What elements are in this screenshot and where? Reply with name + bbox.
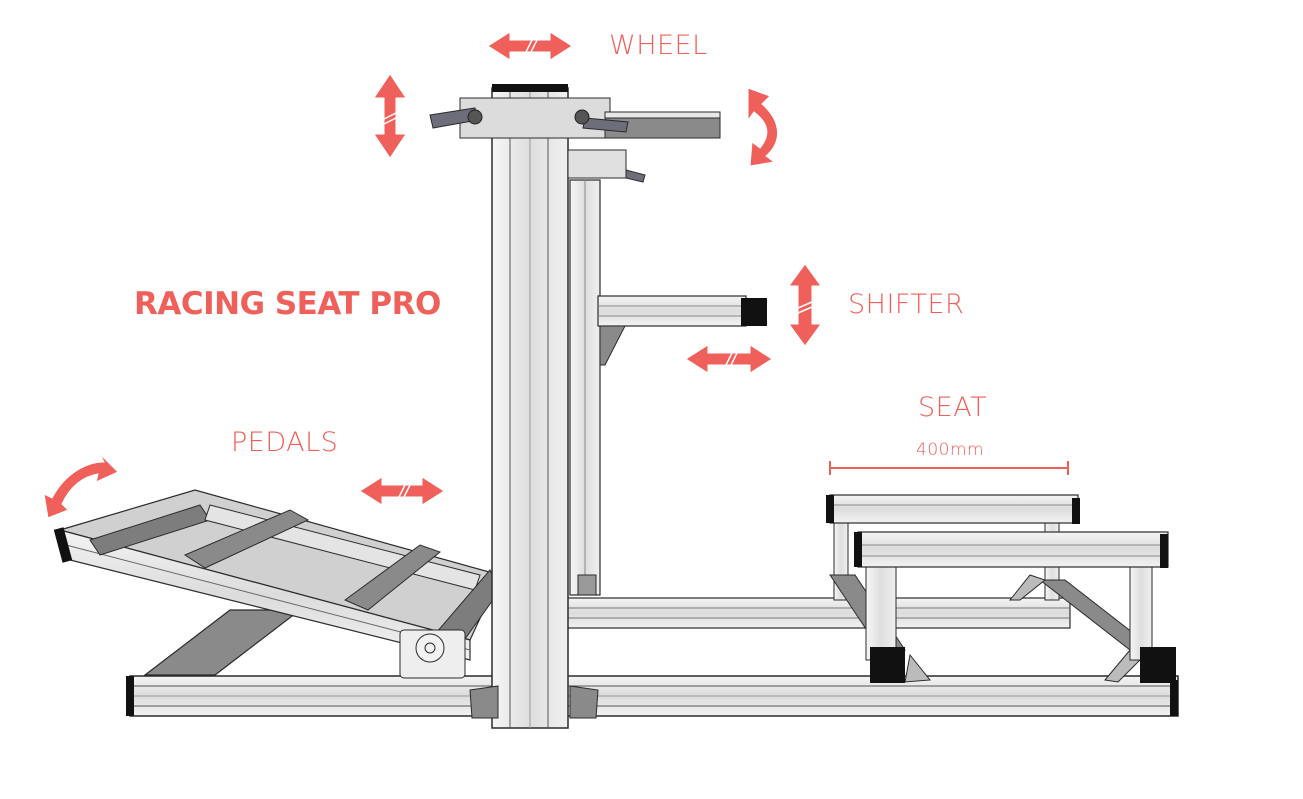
wheel-column (469, 84, 601, 729)
seat-width-dimension (829, 461, 1069, 475)
wheel-mount (429, 97, 721, 183)
pedal-tray (53, 489, 501, 679)
page-title: RACING SEAT PRO (134, 286, 441, 322)
seat-width-label: 400mm (916, 440, 985, 460)
wheel-label: WHEEL (609, 30, 708, 61)
wheel-horizontal-arrow-icon (487, 31, 573, 61)
seat-label: SEAT (918, 392, 988, 423)
shifter-label: SHIFTER (848, 289, 965, 320)
seat-frame (826, 494, 1176, 683)
pedals-rotate-arrow-icon (43, 453, 119, 519)
base-rail (126, 675, 1179, 717)
wheel-rotate-arrow-icon (747, 87, 778, 167)
shifter-arm (597, 295, 767, 366)
pedals-label: PEDALS (231, 427, 339, 458)
